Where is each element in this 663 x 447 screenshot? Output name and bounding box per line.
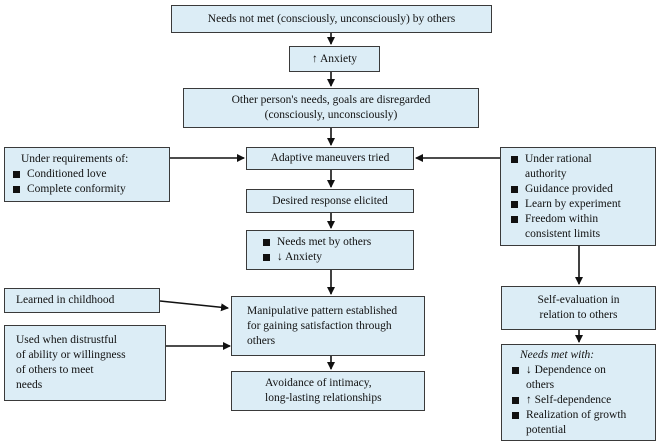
needs-met-by-others-box: Needs met by others ↓ Anxiety xyxy=(246,230,414,270)
needs-not-met-text: Needs not met (consciously, unconsciousl… xyxy=(207,12,456,25)
needs-met-item: Needs met by others xyxy=(263,235,413,250)
bullet-icon xyxy=(511,185,518,193)
distrust-line-2: of ability or willingness xyxy=(16,349,126,361)
desired-response-box: Desired response elicited xyxy=(246,189,414,213)
self-eval-line-2: relation to others xyxy=(539,309,618,321)
manipulative-line-3: others xyxy=(247,334,276,347)
avoidance-line-2: long-lasting relationships xyxy=(265,392,382,404)
distrust-line-3: of others to meet xyxy=(16,364,94,376)
bullet-icon xyxy=(263,254,270,261)
requirements-item: Conditioned love xyxy=(13,167,169,182)
self-evaluation-box: Self-evaluation in relation to others xyxy=(501,286,656,330)
bullet-icon xyxy=(511,215,518,223)
adaptive-maneuvers-text: Adaptive maneuvers tried xyxy=(270,152,390,164)
bullet-icon xyxy=(263,239,270,246)
bullet-icon xyxy=(13,171,20,178)
manipulative-line-1: Manipulative pattern established xyxy=(247,304,398,317)
rational-item: Guidance provided xyxy=(511,182,655,197)
bullet-icon xyxy=(13,186,20,193)
bullet-icon xyxy=(512,411,519,419)
desired-response-text: Desired response elicited xyxy=(272,194,388,207)
distrust-line-4: needs xyxy=(16,379,43,391)
learned-in-childhood-text: Learned in childhood xyxy=(16,294,115,306)
bullet-icon xyxy=(512,396,519,404)
requirements-box: Under requirements of: Conditioned love … xyxy=(4,147,170,202)
bullet-icon xyxy=(512,366,519,374)
arrow-learned-to-manipulative xyxy=(159,300,229,312)
needs-met-with-title: Needs met with: xyxy=(520,348,595,361)
anxiety-increase-text: ↑ Anxiety xyxy=(311,52,358,65)
needs-met-with-item: ↑ Self-dependence xyxy=(512,393,655,408)
needs-met-item: ↓ Anxiety xyxy=(263,250,413,265)
needs-disregarded-box: Other person's needs, goals are disregar… xyxy=(183,88,479,128)
manipulative-pattern-box: Manipulative pattern established for gai… xyxy=(231,296,425,356)
requirements-title: Under requirements of: xyxy=(21,153,129,165)
rational-item: Learn by experiment xyxy=(511,197,655,212)
anxiety-increase-box: ↑ Anxiety xyxy=(289,46,380,72)
avoidance-line-1: Avoidance of intimacy, xyxy=(265,377,372,389)
adaptive-maneuvers-box: Adaptive maneuvers tried xyxy=(246,147,414,170)
bullet-icon xyxy=(511,200,518,208)
requirements-item: Complete conformity xyxy=(13,182,169,197)
needs-disregarded-line-2: (consciously, unconsciously) xyxy=(264,109,398,121)
bullet-icon xyxy=(511,155,518,163)
avoidance-intimacy-box: Avoidance of intimacy, long-lasting rela… xyxy=(231,371,425,411)
needs-disregarded-line-1: Other person's needs, goals are disregar… xyxy=(231,94,431,106)
needs-not-met-box: Needs not met (consciously, unconsciousl… xyxy=(171,5,492,33)
used-when-distrustful-box: Used when distrustful of ability or will… xyxy=(4,325,166,401)
learned-in-childhood-box: Learned in childhood xyxy=(4,288,160,313)
self-eval-line-1: Self-evaluation in xyxy=(537,294,620,306)
distrust-line-1: Used when distrustful xyxy=(16,334,117,346)
manipulative-line-2: for gaining satisfaction through xyxy=(247,319,392,332)
